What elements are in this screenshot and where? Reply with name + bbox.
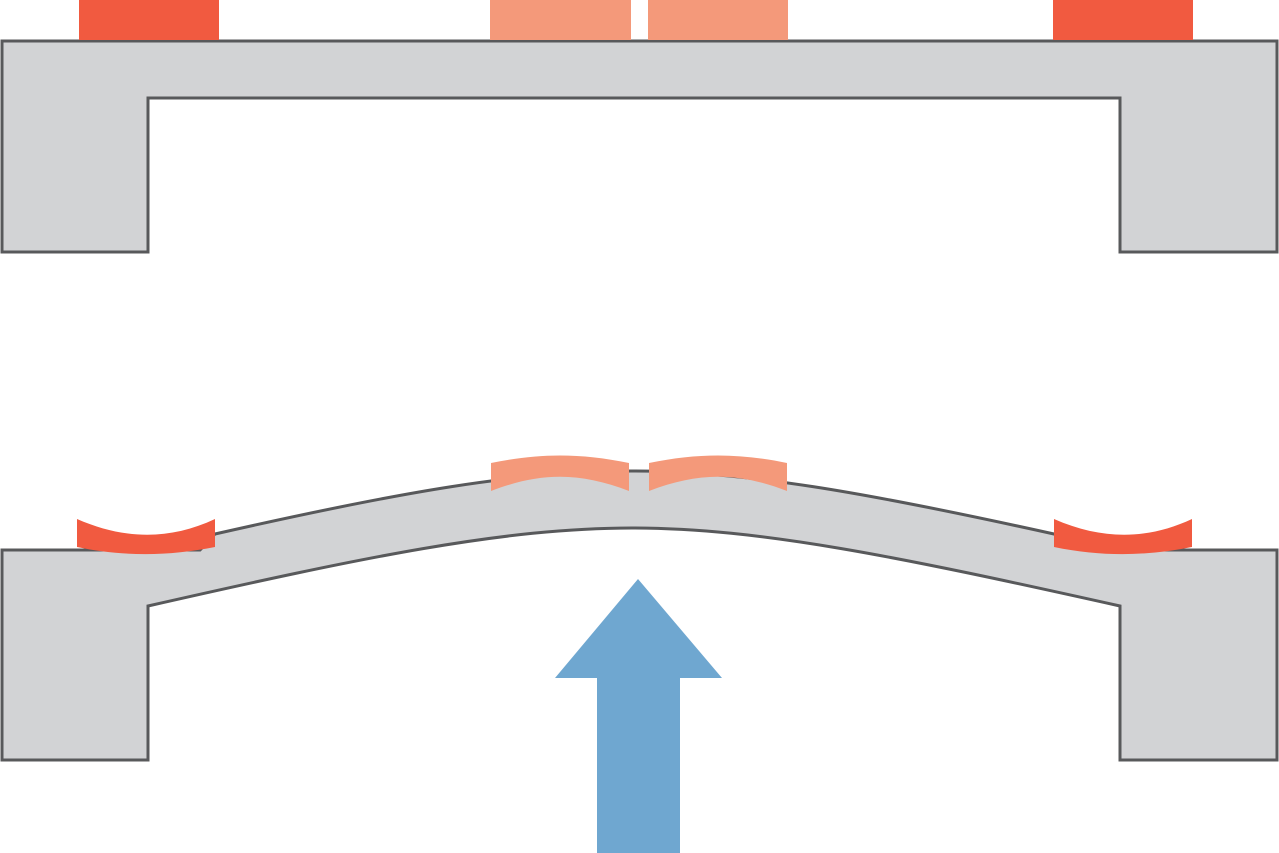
undeformed-state: [0, 0, 1279, 254]
undeformed-structure: [0, 39, 1279, 254]
bent-inner-pad-left: [491, 455, 629, 491]
inner-pad-left: [490, 0, 631, 40]
outer-pad-left: [79, 0, 219, 40]
bent-outer-pad-right: [1054, 519, 1192, 555]
bent-outer-pad-left: [77, 519, 215, 555]
upward-force-arrow-icon: [555, 579, 722, 853]
bent-inner-pad-right: [649, 455, 787, 491]
inner-pad-right: [648, 0, 788, 40]
deformed-state: [0, 455, 1279, 853]
outer-pad-right: [1053, 0, 1193, 40]
